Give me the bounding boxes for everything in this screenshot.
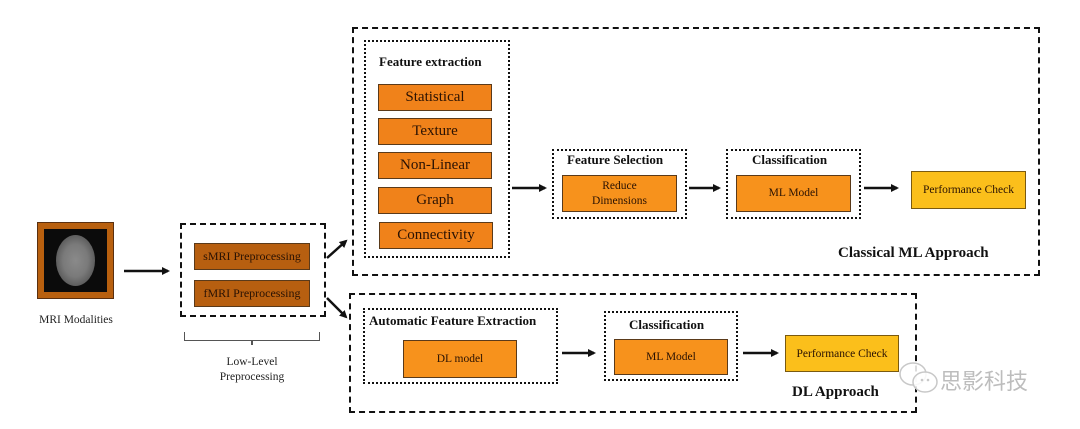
fmri-preprocessing-box: fMRI Preprocessing — [194, 280, 310, 307]
dl-ml-model-box: ML Model — [614, 339, 728, 375]
feature-box-nonlinear: Non-Linear — [378, 152, 492, 179]
mri-background — [44, 229, 107, 292]
mri-modalities-label: MRI Modalities — [39, 314, 113, 326]
classical-ml-group — [352, 27, 1040, 276]
wechat-icon — [899, 362, 938, 393]
feature-selection-title: Feature Selection — [567, 152, 664, 167]
arrow-preprocessing-to-classical — [326, 239, 348, 259]
watermark-text: 思影科技 — [940, 370, 1029, 395]
classical-ml-model-box: ML Model — [736, 175, 851, 212]
preprocessing-group — [180, 223, 326, 317]
reduce-dimensions-line2: Dimensions — [592, 194, 647, 207]
feature-box-texture: Texture — [378, 118, 492, 145]
low-level-label-line1: Low-Level — [226, 356, 278, 368]
dl-classification-title: Classification — [629, 317, 705, 332]
dl-model-box: DL model — [403, 340, 517, 378]
dl-approach-group — [349, 293, 917, 413]
classical-classification-title: Classification — [752, 152, 828, 167]
automatic-feature-extraction-title: Automatic Feature Extraction — [369, 313, 537, 328]
mri-image — [37, 222, 114, 299]
dl-performance-check-box: Performance Check — [785, 335, 899, 372]
low-level-preprocessing-label: Low-Level Preprocessing — [200, 355, 304, 385]
bracket-tip — [251, 340, 253, 345]
feature-box-connectivity: Connectivity — [379, 222, 493, 249]
classical-performance-check-box: Performance Check — [911, 171, 1026, 209]
classical-ml-title: Classical ML Approach — [838, 245, 989, 261]
dl-classification-group — [604, 311, 738, 381]
feature-extraction-group — [364, 40, 510, 258]
low-level-label-line2: Preprocessing — [219, 371, 285, 383]
classical-classification-group — [726, 149, 861, 219]
arrow-preprocessing-to-dl — [326, 297, 348, 319]
reduce-dimensions-line1: Reduce — [602, 179, 637, 192]
feature-box-graph: Graph — [378, 187, 492, 214]
smri-preprocessing-box: sMRI Preprocessing — [194, 243, 310, 270]
feature-selection-group — [552, 149, 687, 219]
dl-approach-title: DL Approach — [792, 384, 879, 400]
reduce-dimensions-box: Reduce Dimensions — [562, 175, 677, 212]
feature-box-statistical: Statistical — [378, 84, 492, 111]
feature-extraction-title: Feature extraction — [379, 54, 482, 69]
automatic-feature-extraction-group — [363, 308, 558, 384]
brain-scan-icon — [56, 235, 95, 286]
